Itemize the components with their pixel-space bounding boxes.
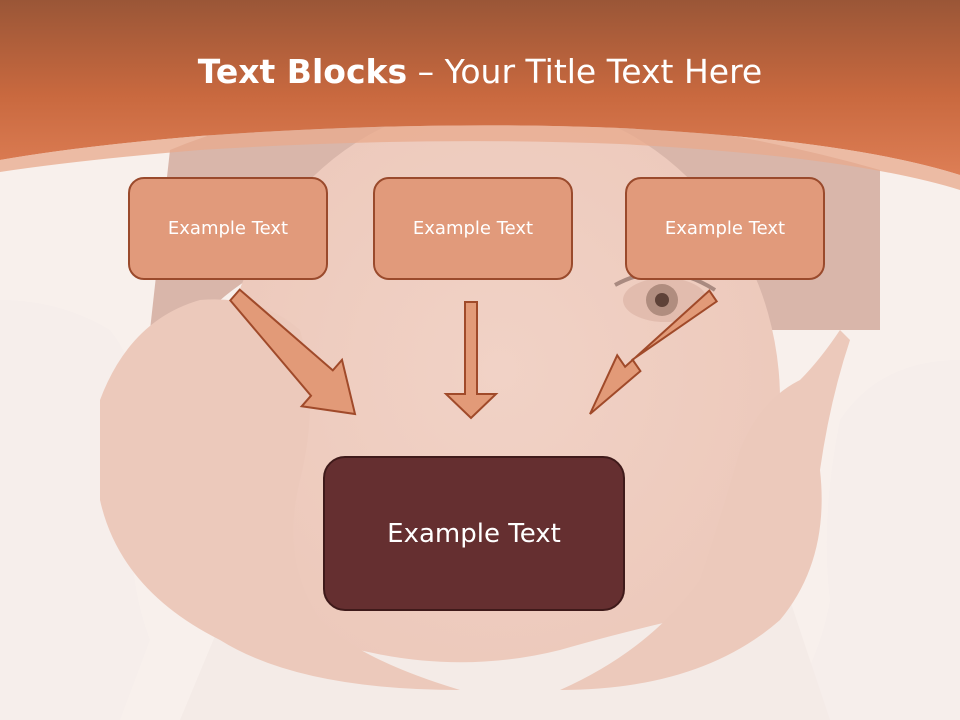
title-rest-part: Your Title Text Here bbox=[444, 52, 763, 91]
target-box: Example Text bbox=[323, 456, 625, 611]
arrow-right-to-target bbox=[589, 289, 719, 415]
source-box-left-label: Example Text bbox=[167, 218, 289, 239]
title-bold-part: Text Blocks bbox=[197, 52, 408, 91]
arrow-left-to-target bbox=[228, 288, 357, 416]
source-box-center-label: Example Text bbox=[412, 218, 534, 239]
title-dash: – bbox=[407, 52, 445, 91]
arrow-center-to-target bbox=[443, 301, 499, 420]
source-box-right: Example Text bbox=[625, 177, 825, 280]
source-box-left: Example Text bbox=[128, 177, 328, 280]
source-box-right-label: Example Text bbox=[664, 218, 786, 239]
source-box-center: Example Text bbox=[373, 177, 573, 280]
target-box-label: Example Text bbox=[387, 518, 561, 549]
slide-title: Text Blocks – Your Title Text Here bbox=[0, 52, 960, 91]
